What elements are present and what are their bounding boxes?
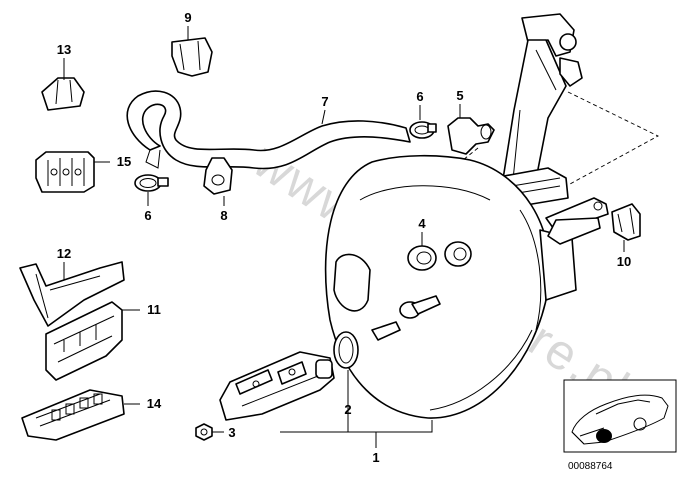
sealing-ring-part-2[interactable] [333, 331, 359, 369]
holder-part-11[interactable] [45, 301, 123, 381]
callout-5: 5 [456, 88, 463, 103]
brake-booster-part-1[interactable] [324, 154, 601, 419]
clip-part-10[interactable] [611, 203, 641, 241]
master-cylinder[interactable] [219, 351, 335, 421]
reference-number: 00088764 [568, 461, 613, 472]
car-location-icon [563, 379, 677, 453]
callout-10: 10 [617, 254, 631, 269]
callout-9: 9 [184, 10, 191, 25]
hose-clamp-part-6-left[interactable] [134, 174, 169, 192]
hose-clamp-part-6-right[interactable] [409, 121, 437, 139]
callout-7: 7 [321, 94, 328, 109]
callout-6-right: 6 [416, 89, 423, 104]
callout-3: 3 [228, 425, 235, 440]
stud-bolt [371, 295, 441, 341]
grommet-part-4[interactable] [407, 241, 472, 271]
bracket-part-12[interactable] [19, 261, 125, 327]
brake-pedal-assembly[interactable] [499, 13, 609, 233]
callout-4: 4 [418, 216, 426, 231]
callout-15: 15 [117, 154, 131, 169]
tray-part-14[interactable] [21, 389, 125, 441]
callout-12: 12 [57, 246, 71, 261]
callout-6-left: 6 [144, 208, 151, 223]
clip-part-13[interactable] [41, 77, 85, 111]
grommet-part-8[interactable] [203, 157, 233, 195]
callout-2: 2 [344, 402, 351, 417]
callout-11: 11 [147, 302, 161, 317]
callout-13: 13 [57, 42, 71, 57]
nut-part-3[interactable] [195, 423, 213, 441]
check-valve-part-5[interactable] [447, 117, 495, 155]
callout-8: 8 [220, 208, 227, 223]
grommet-part-9[interactable] [171, 37, 213, 77]
hose-holder-part-15[interactable] [35, 151, 95, 193]
vacuum-hose-part-7[interactable] [126, 90, 411, 170]
callout-1: 1 [372, 450, 379, 465]
callout-14: 14 [147, 396, 162, 411]
